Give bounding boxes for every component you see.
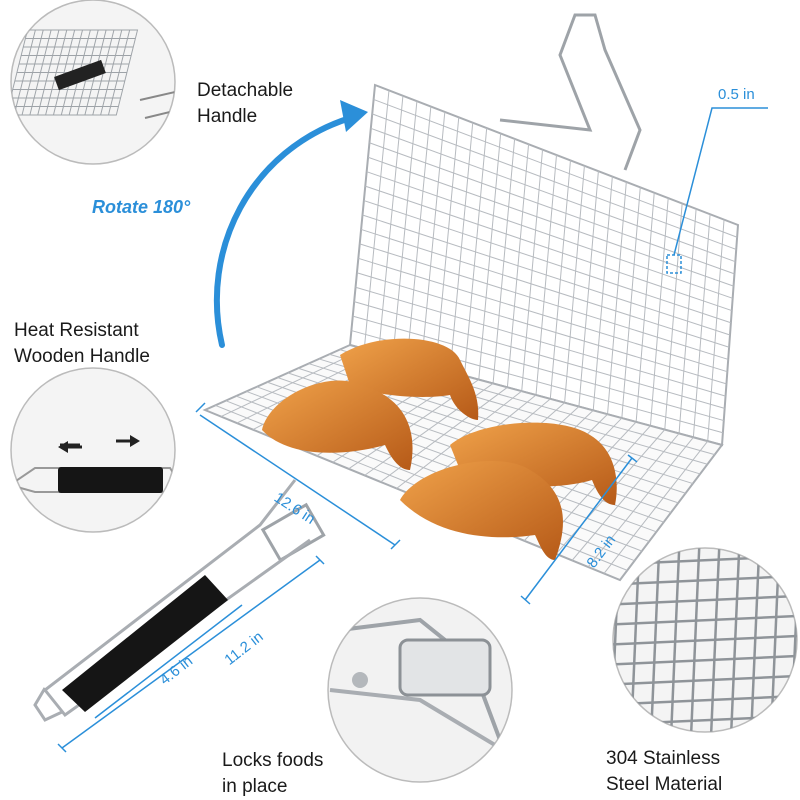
left-arrow-icon (58, 441, 82, 453)
stainless-mesh-inset (612, 547, 798, 733)
dimension-lines (57, 107, 768, 753)
heat-resistant-label: Heat Resistant Wooden Handle (14, 320, 150, 367)
lock-clip-inset (327, 597, 513, 783)
detachable-handle-label: Detachable Handle (197, 80, 294, 127)
locks-foods-label: Locks foods in place (222, 750, 324, 797)
right-arrow-icon (116, 435, 140, 447)
mesh-gap-dimension: 0.5 in (718, 86, 755, 103)
wooden-handle-inset (10, 367, 176, 533)
detachable-handle-inset (10, 0, 176, 165)
grill-basket (33, 13, 740, 722)
rotate-label: Rotate 180° (92, 197, 191, 217)
chicken-wings (262, 338, 617, 560)
curved-rotate-arrow-icon (213, 115, 353, 348)
material-label: 304 Stainless Steel Material (606, 748, 723, 795)
